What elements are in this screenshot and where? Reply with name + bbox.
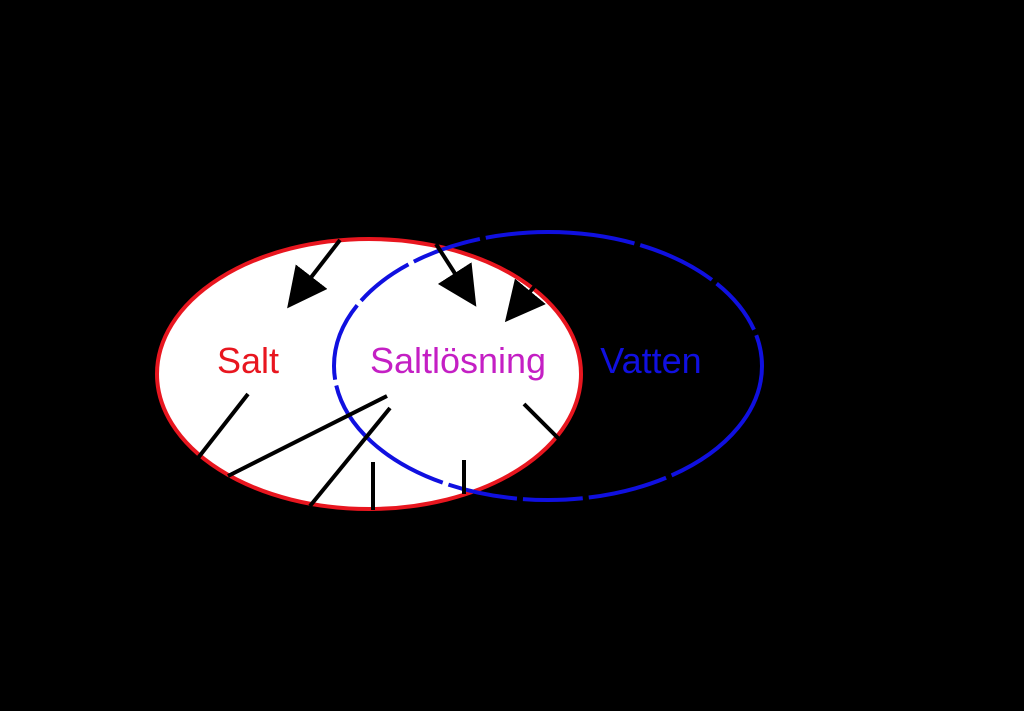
- pointer-line-solution-1: [227, 394, 388, 478]
- pointer-line-solution-2: [308, 406, 392, 508]
- arrow-to-solution-right: [504, 268, 550, 323]
- salt-label: Salt: [217, 340, 279, 381]
- water-set-ellipse: [332, 230, 764, 502]
- pointer-line-salt: [196, 392, 250, 460]
- arrow-to-solution-left: [434, 242, 477, 307]
- saltlosning-label: Saltlösning: [370, 340, 546, 381]
- pointer-line-right: [522, 402, 562, 442]
- vatten-label: Vatten: [600, 340, 701, 381]
- arrow-to-salt: [287, 238, 342, 309]
